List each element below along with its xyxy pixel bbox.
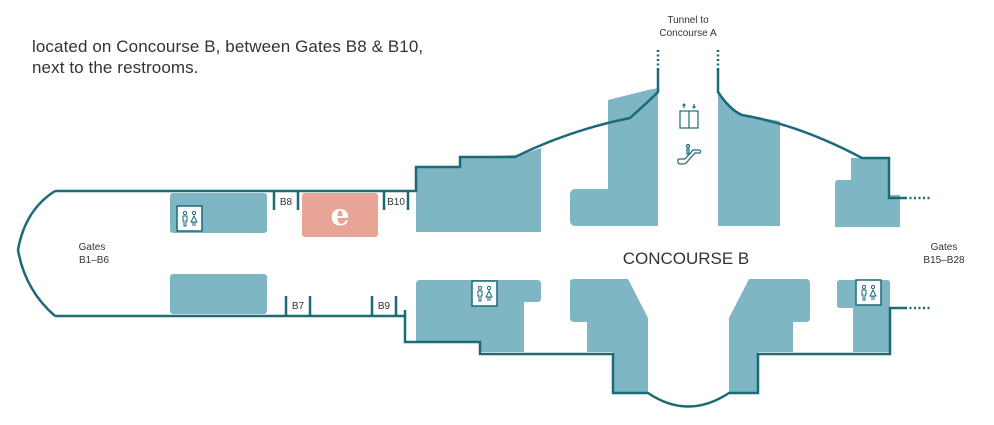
escalator-icon bbox=[677, 143, 702, 165]
concourse-walls bbox=[16, 70, 905, 408]
restroom-icon bbox=[855, 279, 882, 306]
east-gates-label-2: B15–B28 bbox=[923, 255, 965, 266]
block-north-center-right bbox=[718, 92, 780, 226]
block-south-center-right bbox=[729, 279, 810, 393]
gate-b8-label: B8 bbox=[280, 197, 293, 208]
west-gates-label-1: Gates bbox=[79, 242, 106, 253]
block-south-left bbox=[416, 280, 541, 352]
concourse-title: CONCOURSE B bbox=[623, 249, 750, 268]
gate-labels: B8 B10 B7 B9 bbox=[280, 197, 405, 312]
area-labels: Gates B1–B6 Gates B15–B28 Tunnel to Conc… bbox=[79, 15, 965, 266]
description-line-2: next to the restrooms. bbox=[32, 58, 199, 77]
block-north-left bbox=[416, 148, 541, 232]
south-wall bbox=[55, 306, 905, 408]
gate-b10-label: B10 bbox=[387, 197, 405, 208]
block-west-lower bbox=[170, 274, 267, 314]
block-south-center-left bbox=[570, 279, 648, 393]
highlighted-location-block[interactable] bbox=[302, 193, 378, 237]
gate-b10-door bbox=[382, 191, 410, 210]
location-description: located on Concourse B, between Gates B8… bbox=[32, 36, 423, 78]
tunnel-label-2: Concourse A bbox=[659, 28, 717, 39]
gate-b9-label: B9 bbox=[378, 301, 391, 312]
gate-b7-door bbox=[284, 296, 312, 316]
building-blocks bbox=[170, 88, 900, 393]
block-east-upper bbox=[835, 158, 900, 227]
gate-b8-door bbox=[272, 191, 300, 210]
elevator-icon bbox=[679, 103, 699, 129]
north-west-wall bbox=[55, 70, 660, 193]
location-marker-e: e bbox=[330, 198, 349, 233]
west-gates-label-2: B1–B6 bbox=[79, 255, 109, 266]
tunnel-label-1: Tunnel to bbox=[667, 15, 709, 26]
dotted-continuations bbox=[656, 48, 930, 310]
block-north-center-left bbox=[570, 88, 658, 226]
restroom-icon bbox=[471, 280, 498, 307]
description-line-1: located on Concourse B, between Gates B8… bbox=[32, 37, 424, 56]
east-gates-label-1: Gates bbox=[931, 242, 958, 253]
gate-b7-label: B7 bbox=[292, 301, 305, 312]
west-end-curve bbox=[16, 189, 56, 317]
restroom-icon bbox=[176, 205, 203, 232]
gate-b9-door bbox=[370, 296, 398, 316]
north-east-wall bbox=[716, 70, 905, 200]
